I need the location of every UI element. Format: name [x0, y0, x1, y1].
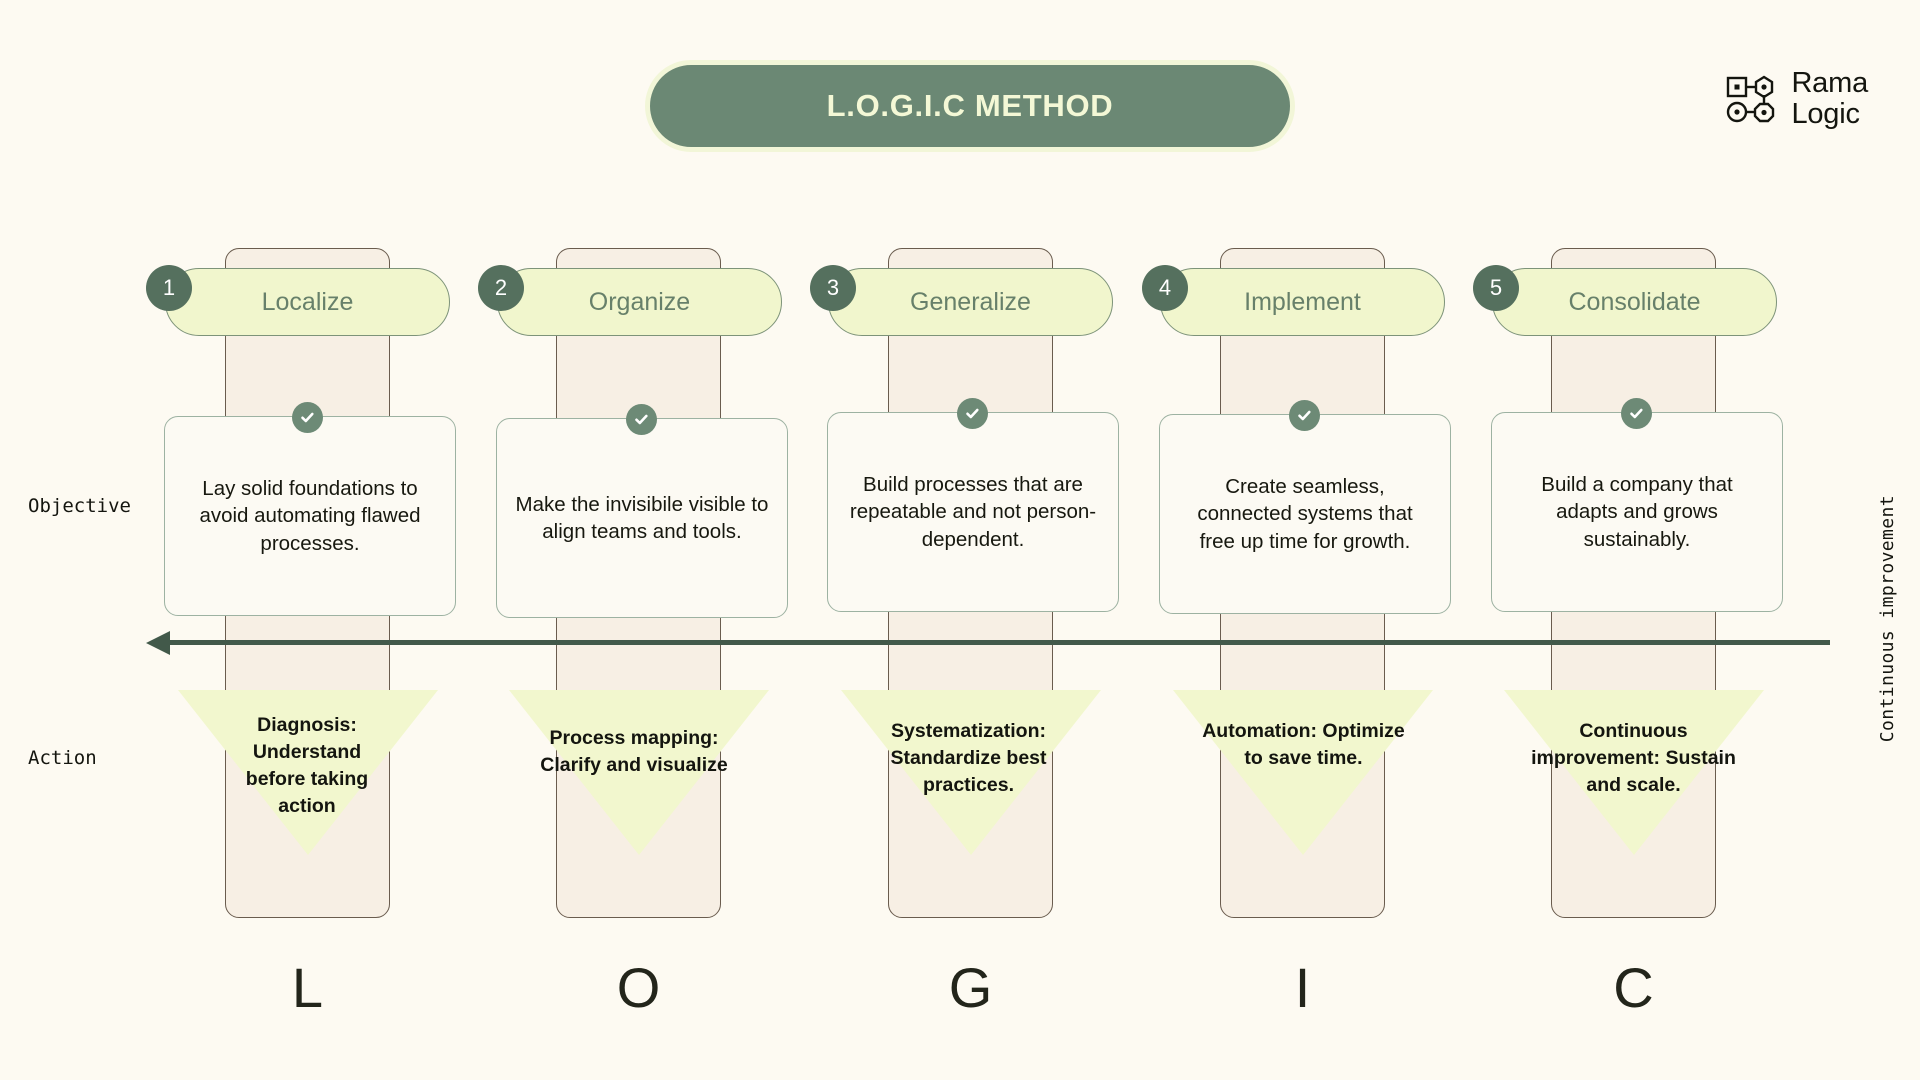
objective-text: Lay solid foundations to avoid automatin…	[199, 477, 421, 555]
acronym-letter: I	[1294, 956, 1311, 1019]
action-triangle	[509, 690, 769, 855]
objective-text: Create seamless, connected systems that …	[1197, 475, 1413, 553]
step-number-badge: 1	[146, 265, 192, 311]
objective-text: Build a company that adapts and grows su…	[1541, 473, 1733, 551]
page-title: L.O.G.I.C METHOD	[826, 88, 1114, 123]
step-label-pill[interactable]: Localize	[165, 268, 450, 336]
step-name: Organize	[588, 287, 691, 316]
acronym-letter: G	[948, 956, 993, 1019]
objective-text: Build processes that are repeatable and …	[849, 473, 1097, 551]
acronym-letter: C	[1613, 956, 1654, 1019]
acronym-letter: L	[291, 956, 324, 1019]
action-triangle	[1173, 690, 1433, 855]
objective-card: Create seamless, connected systems that …	[1159, 414, 1451, 614]
action-text: Automation: Optimize to save time.	[1202, 720, 1405, 770]
step-number-badge: 5	[1473, 265, 1519, 311]
action-text: Process mapping: Clarify and visualize	[540, 727, 728, 777]
action-triangle	[178, 690, 438, 855]
objective-card: Make the invisibile visible to align tea…	[496, 418, 788, 618]
check-icon	[1621, 398, 1652, 429]
step-number-badge: 2	[478, 265, 524, 311]
row-label-objective: Objective	[28, 495, 131, 517]
action-text: Continuous improvement: Sustain and scal…	[1531, 720, 1736, 797]
objective-text: Make the invisibile visible to align tea…	[515, 492, 769, 543]
step-label-pill[interactable]: Organize	[497, 268, 782, 336]
step-name: Implement	[1244, 287, 1361, 316]
step-label-pill[interactable]: Implement	[1160, 268, 1445, 336]
left-arrow-icon	[146, 631, 170, 655]
check-icon	[957, 398, 988, 429]
step-number-badge: 4	[1142, 265, 1188, 311]
continuous-improvement-label: Continuous improvement	[1877, 495, 1898, 743]
check-icon	[292, 402, 323, 433]
brand-line-2: Logic	[1791, 97, 1860, 130]
step-label-pill[interactable]: Consolidate	[1492, 268, 1777, 336]
page-title-banner: L.O.G.I.C METHOD	[645, 60, 1295, 152]
action-triangle	[841, 690, 1101, 855]
brand-logo: Rama Logic	[1723, 68, 1868, 129]
check-icon	[1289, 400, 1320, 431]
objective-card: Build processes that are repeatable and …	[827, 412, 1119, 612]
objective-card: Build a company that adapts and grows su…	[1491, 412, 1783, 612]
action-text: Diagnosis: Understand before taking acti…	[245, 714, 369, 818]
node-network-icon	[1727, 75, 1775, 122]
step-label-pill[interactable]: Generalize	[828, 268, 1113, 336]
brand-line-1: Rama	[1791, 67, 1868, 99]
acronym-letter: O	[616, 956, 661, 1019]
brand-wordmark: Rama Logic	[1791, 68, 1868, 129]
step-name: Generalize	[910, 287, 1031, 316]
continuous-improvement-arrow-line	[168, 640, 1830, 645]
action-text: Systematization: Standardize best practi…	[890, 720, 1047, 797]
step-name: Consolidate	[1568, 287, 1701, 316]
step-name: Localize	[261, 287, 354, 316]
objective-card: Lay solid foundations to avoid automatin…	[164, 416, 456, 616]
check-icon	[626, 404, 657, 435]
row-label-action: Action	[28, 747, 97, 769]
action-triangle	[1504, 690, 1764, 855]
step-number-badge: 3	[810, 265, 856, 311]
